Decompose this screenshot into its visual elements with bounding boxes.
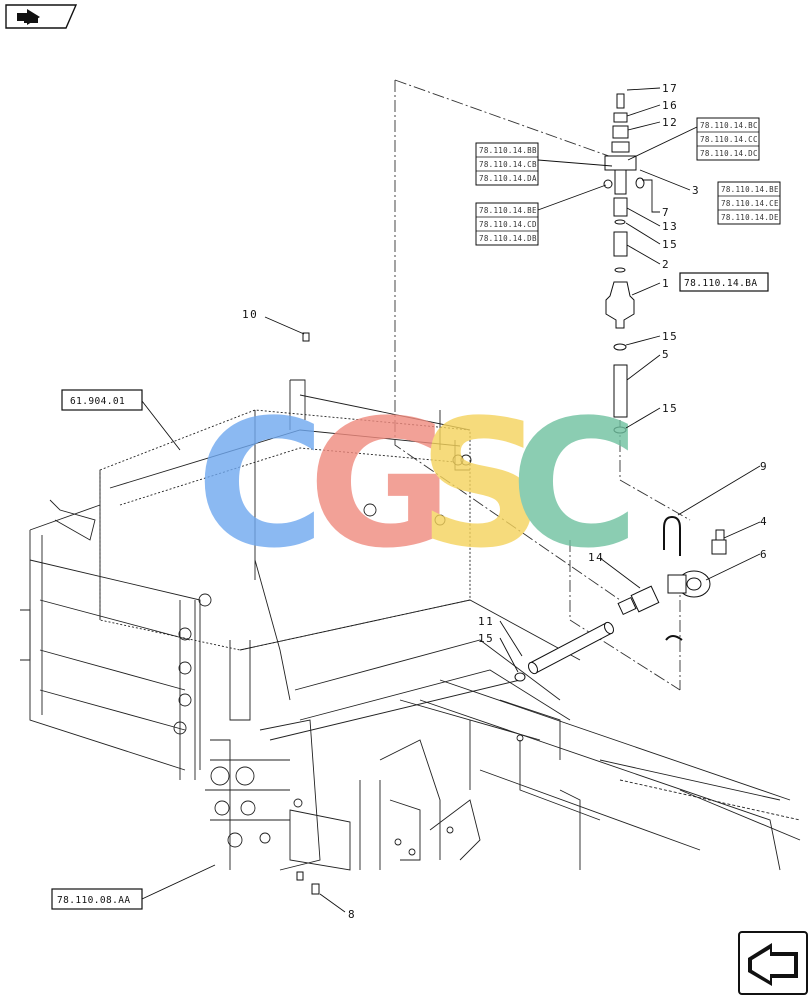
callout-12: 12 <box>662 116 678 129</box>
callout-14: 14 <box>588 551 604 564</box>
callout-8: 8 <box>348 908 356 921</box>
ref-left-lower-1: 78.110.14.BE <box>479 206 537 215</box>
watermark-letter-s: S <box>418 382 545 587</box>
small-fasteners <box>296 332 320 895</box>
callout-1: 1 <box>662 277 670 290</box>
ref-right-lower-3: 78.110.14.DE <box>721 213 779 222</box>
ref-right-upper-1: 78.110.14.BC <box>700 121 758 130</box>
callout-16: 16 <box>662 99 678 112</box>
exploded-part-stack <box>603 93 645 434</box>
ref-left-lower-3: 78.110.14.DB <box>479 234 537 243</box>
ref-label-78-110-08-aa: 78.110.08.AA <box>57 895 130 906</box>
callout-9: 9 <box>760 460 768 473</box>
frame-structure <box>20 79 801 871</box>
ref-label-61-904-01: 61.904.01 <box>70 396 125 407</box>
ref-right-lower-2: 78.110.14.CE <box>721 199 779 208</box>
callout-6: 6 <box>760 548 768 561</box>
callout-15-c: 15 <box>662 402 678 415</box>
watermark-logo: C G S C <box>196 382 639 587</box>
next-page-arrow-icon[interactable] <box>738 931 808 995</box>
ref-left-upper-2: 78.110.14.CB <box>479 160 537 169</box>
ref-box-78-110-14-ba[interactable]: 78.110.14.BA <box>679 272 769 292</box>
callout-10: 10 <box>242 308 258 321</box>
callout-4: 4 <box>760 515 768 528</box>
ref-right-upper-3: 78.110.14.DC <box>700 149 758 158</box>
ref-left-lower-2: 78.110.14.CD <box>479 220 537 229</box>
ref-right-upper-2: 78.110.14.CC <box>700 135 758 144</box>
page-back-arrow-icon[interactable] <box>5 4 78 29</box>
callout-3: 3 <box>692 184 700 197</box>
ref-label-78-110-14-ba: 78.110.14.BA <box>684 278 757 289</box>
ref-box-61-904-01[interactable]: 61.904.01 <box>61 389 143 411</box>
ref-left-upper-3: 78.110.14.DA <box>479 174 537 183</box>
callout-15-d: 15 <box>478 632 494 645</box>
ref-box-78-110-08-aa[interactable]: 78.110.08.AA <box>51 888 143 910</box>
watermark-letter-g: G <box>308 382 452 587</box>
ref-group-right-upper[interactable]: 78.110.14.BC 78.110.14.CC 78.110.14.DC <box>696 117 760 161</box>
callout-11: 11 <box>478 615 494 628</box>
ref-left-upper-1: 78.110.14.BB <box>479 146 537 155</box>
callout-5: 5 <box>662 348 670 361</box>
watermark-letter-c1: C <box>196 382 325 587</box>
callout-2: 2 <box>662 258 670 271</box>
callout-15-a: 15 <box>662 238 678 251</box>
callout-numbers: 17 16 12 3 7 13 15 2 1 15 5 15 9 4 6 14 … <box>242 82 768 921</box>
ref-group-left-upper[interactable]: 78.110.14.BB 78.110.14.CB 78.110.14.DA <box>475 142 539 186</box>
ref-right-lower-1: 78.110.14.BE <box>721 185 779 194</box>
leader-lines <box>141 87 761 913</box>
callout-13: 13 <box>662 220 678 233</box>
ref-group-left-lower[interactable]: 78.110.14.BE 78.110.14.CD 78.110.14.DB <box>475 202 539 246</box>
callout-17: 17 <box>662 82 678 95</box>
callout-15-b: 15 <box>662 330 678 343</box>
ref-group-right-lower[interactable]: 78.110.14.BE 78.110.14.CE 78.110.14.DE <box>717 181 781 225</box>
hose-assembly <box>514 515 727 682</box>
callout-7: 7 <box>662 206 670 219</box>
watermark-letter-c2: C <box>510 382 639 587</box>
